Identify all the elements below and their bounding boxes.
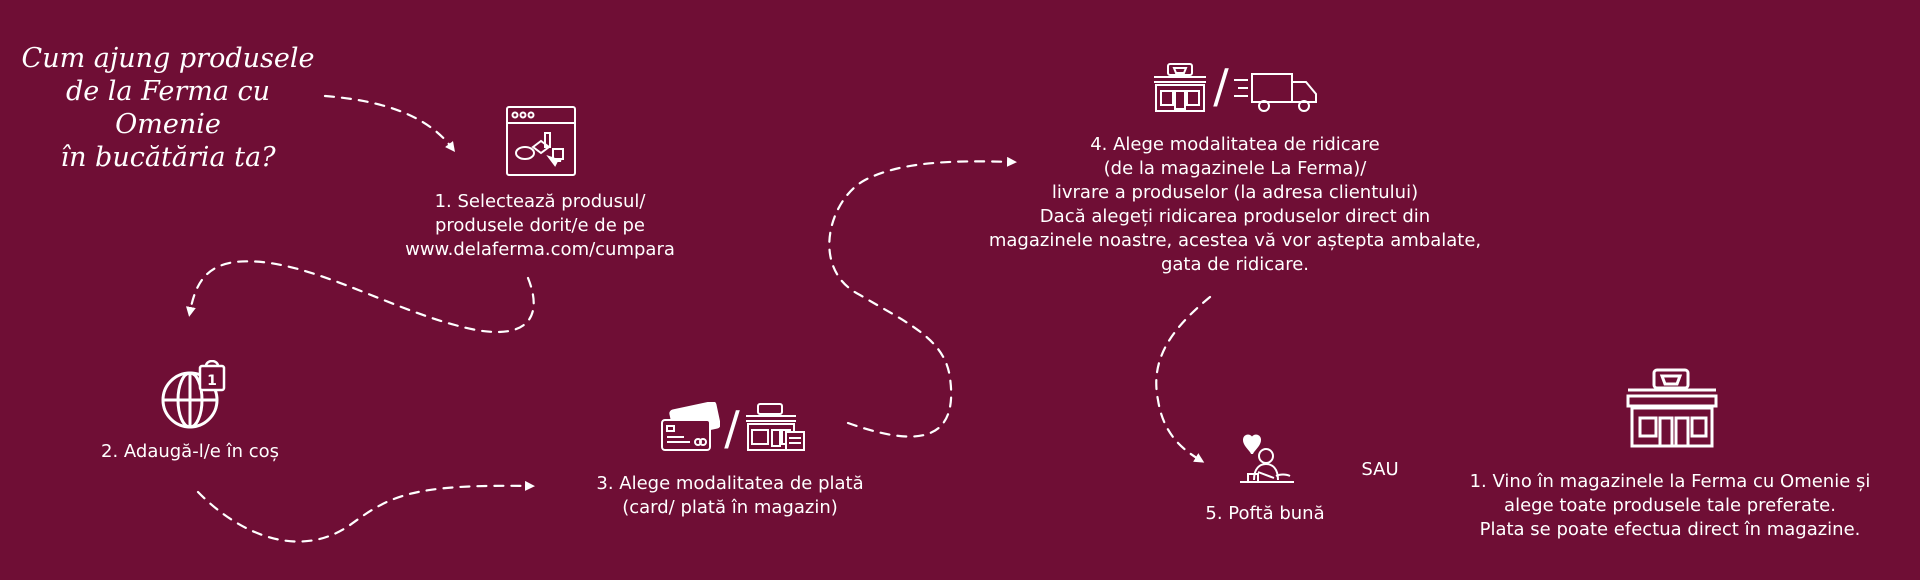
connector-step4-to-step5	[1155, 295, 1212, 463]
browser-shop-icon	[506, 106, 576, 176]
step4-line: magazinele noastre, acestea vă vor aștep…	[988, 230, 1482, 251]
step1-line: produsele dorit/e de pe	[434, 215, 645, 236]
globe-cart-icon: 1	[161, 360, 226, 429]
title-line: de la Ferma cu Omenie	[65, 76, 271, 140]
step4-text: 4. Alege modalitatea de ridicare (de la …	[960, 133, 1510, 277]
step3-line: 3. Alege modalitatea de plată	[596, 473, 864, 494]
connector-title-to-step1	[323, 94, 456, 152]
step4-line: (de la magazinele La Ferma)/	[1103, 158, 1367, 179]
alternative-line: Plata se poate efectua direct în magazin…	[1479, 519, 1861, 540]
connector-step1-to-step2	[185, 260, 535, 334]
delivery-truck-icon	[1234, 73, 1317, 112]
or-label: SAU	[1361, 459, 1399, 480]
alternative-text: 1. Vino în magazinele la Ferma cu Omenie…	[1440, 470, 1900, 542]
step4-line: Dacă alegeți ridicarea produselor direct…	[1039, 206, 1431, 227]
alternative-line: 1. Vino în magazinele la Ferma cu Omenie…	[1469, 471, 1871, 492]
step4-line: livrare a produselor (la adresa clientul…	[1051, 182, 1419, 203]
step3-line: (card/ plată în magazin)	[622, 497, 838, 518]
title-line: Cum ajung produsele	[21, 43, 315, 74]
step2-text: 2. Adaugă-l/e în coș	[60, 440, 320, 464]
connector-step2-to-step3	[196, 480, 535, 543]
step1-line: 1. Selectează produsul/	[434, 191, 646, 212]
step3-text: 3. Alege modalitatea de plată (card/ pla…	[560, 472, 900, 520]
step5-text: 5. Poftă bună	[1180, 502, 1350, 526]
store-icon	[1626, 368, 1718, 448]
step2-line: 2. Adaugă-l/e în coș	[101, 441, 279, 462]
svg-text:1: 1	[207, 373, 217, 389]
store-icon	[746, 403, 805, 451]
slash-separator: /	[1213, 59, 1229, 113]
store-icon	[1154, 63, 1206, 112]
step4-line: 4. Alege modalitatea de ridicare	[1090, 134, 1380, 155]
connector-step3-to-step4	[828, 156, 1017, 438]
step4-line: gata de ridicare.	[1160, 254, 1310, 275]
alternative-line: alege toate produsele tale preferate.	[1504, 495, 1836, 516]
step1-line: www.delaferma.com/cumpara	[405, 239, 675, 260]
step5-line: 5. Poftă bună	[1205, 503, 1325, 524]
chef-cooking-icon	[1240, 434, 1294, 483]
title-line: în bucătăria ta?	[60, 142, 276, 173]
page-title: Cum ajung produsele de la Ferma cu Omeni…	[18, 42, 318, 174]
credit-card-icon	[661, 402, 720, 451]
step1-text: 1. Selectează produsul/ produsele dorit/…	[380, 190, 700, 262]
slash-separator: /	[724, 401, 740, 455]
